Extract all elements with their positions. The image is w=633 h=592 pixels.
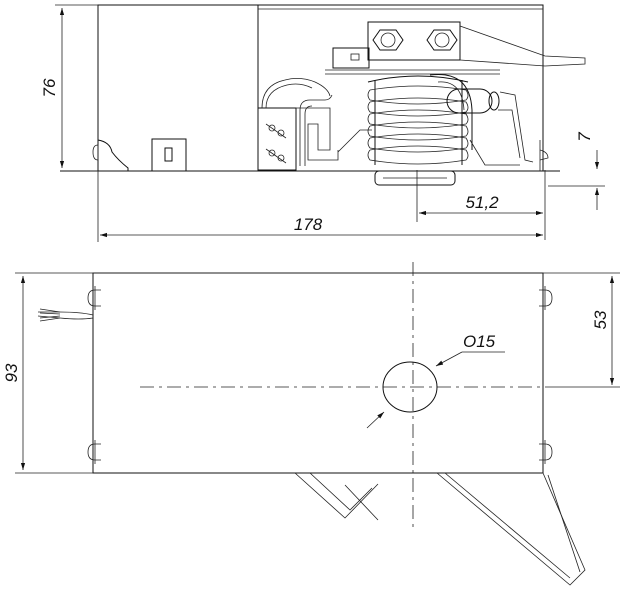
dimension-height-side: 76	[40, 4, 98, 168]
hook	[429, 73, 473, 150]
dimension-length-label: 178	[294, 215, 323, 234]
indicator-window	[151, 138, 187, 172]
top-view: O15	[15, 262, 620, 586]
wire	[261, 78, 331, 109]
dimension-hole-offset: 53	[548, 276, 620, 388]
center-hole	[382, 361, 438, 413]
dimension-spring-width-label: 51,2	[465, 193, 499, 212]
dimension-spring-width: 51,2	[416, 170, 546, 240]
hex-nut-icon	[372, 29, 458, 51]
screw-terminal-icon	[265, 123, 287, 164]
side-view	[60, 4, 586, 186]
dimension-height-side-label: 76	[40, 78, 59, 97]
lever-left	[294, 472, 379, 519]
dimension-offset: 7	[548, 132, 605, 210]
mounting-slot-icon	[87, 286, 553, 464]
lever-right	[436, 472, 586, 586]
spring-base	[374, 170, 456, 186]
plate-outline	[92, 272, 544, 474]
top-bracket	[367, 21, 461, 61]
hole-diameter-label: O15	[463, 332, 496, 351]
wire-end-icon	[37, 308, 94, 322]
dimension-offset-label: 7	[575, 132, 594, 142]
dimension-hole-offset-label: 53	[591, 310, 610, 329]
dimension-length: 178	[97, 171, 543, 242]
plunger	[446, 88, 493, 114]
left-clip	[97, 139, 129, 171]
dimension-height-top: 93	[2, 276, 26, 470]
housing-outline	[97, 4, 544, 172]
dimension-height-top-label: 93	[2, 363, 21, 382]
spring-coil	[367, 75, 469, 165]
terminal-block	[257, 107, 297, 171]
